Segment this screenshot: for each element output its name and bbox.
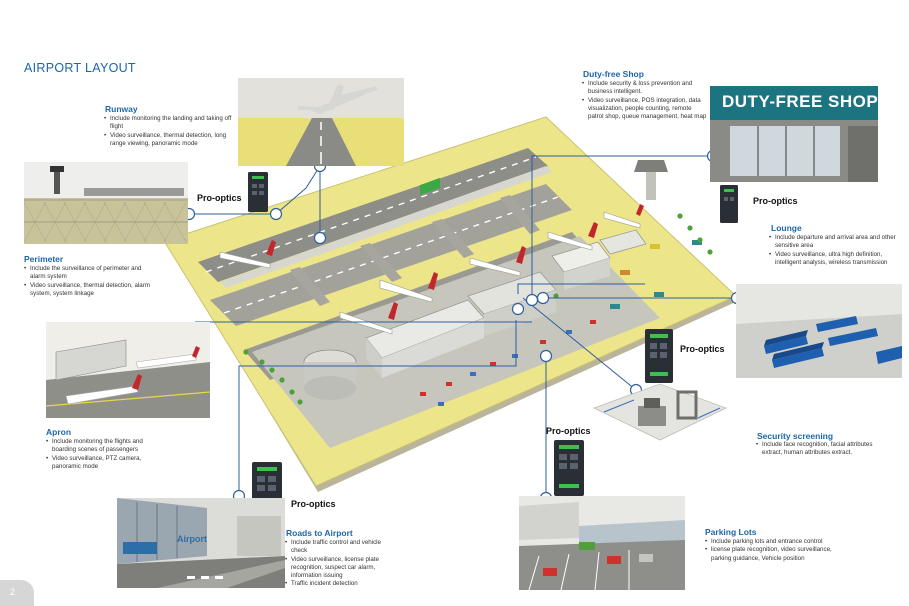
perimeter-title: Perimeter <box>24 254 64 264</box>
airport-model <box>163 116 740 492</box>
network-switch-icon <box>248 172 268 212</box>
runway-title: Runway <box>105 104 138 114</box>
lounge-bullet: Include departure and arrival area and o… <box>769 234 899 251</box>
apron-photo <box>46 322 210 418</box>
network-switch-icon <box>645 329 673 383</box>
page-number: 2 <box>10 587 16 597</box>
perimeter-bullets: Include the surveillance of perimeter an… <box>24 265 154 298</box>
parking-bullets: Include parking lots and entrance contro… <box>705 538 845 563</box>
pro-optics-label: Pro-optics <box>680 344 725 354</box>
network-switch-icon <box>720 185 738 223</box>
security-title: Security screening <box>757 431 834 441</box>
duty-free-bullet: Include security & loss prevention and b… <box>582 80 708 97</box>
lounge-bullet: Video surveillance, ultra high definitio… <box>769 251 899 268</box>
security-bullet: Include face recognition, facial attribu… <box>756 441 890 458</box>
parking-photo <box>519 496 685 590</box>
network-switch-icon <box>554 440 584 496</box>
duty-free-bullet: Video surveillance, POS integration, dat… <box>582 97 708 122</box>
roads-title: Roads to Airport <box>286 528 353 538</box>
roads-bullet: Traffic incident detection <box>285 580 395 589</box>
airport-sign-text: Airport <box>177 534 207 544</box>
pro-optics-label: Pro-optics <box>546 426 591 436</box>
apron-bullet: Include monitoring the flights and board… <box>46 438 164 455</box>
roads-bullet: Video surveillance, license plate recogn… <box>285 556 395 581</box>
lounge-title: Lounge <box>771 223 802 233</box>
apron-title: Apron <box>46 427 72 437</box>
page-number-tab: 2 <box>0 580 34 606</box>
parking-bullet: license plate recognition, video surveil… <box>705 546 845 563</box>
runway-bullet: Video surveillance, thermal detection, l… <box>104 132 232 149</box>
parking-bullet: Include parking lots and entrance contro… <box>705 538 845 547</box>
pro-optics-label: Pro-optics <box>291 499 336 509</box>
roads-photo: Airport <box>117 498 285 588</box>
runway-photo <box>238 78 404 166</box>
security-photo <box>590 378 730 448</box>
pro-optics-label: Pro-optics <box>197 193 242 203</box>
apron-bullet: Video surveillance, PTZ camera, panorami… <box>46 455 164 472</box>
duty-free-photo: DUTY-FREE SHOP <box>710 86 878 182</box>
roads-bullets: Include traffic control and vehicle chec… <box>285 539 395 589</box>
perimeter-photo <box>24 162 188 244</box>
perimeter-bullet: Video surveillance, thermal detection, a… <box>24 282 154 299</box>
lounge-photo <box>736 284 902 378</box>
roads-bullet: Include traffic control and vehicle chec… <box>285 539 395 556</box>
apron-bullets: Include monitoring the flights and board… <box>46 438 164 471</box>
runway-bullets: Include monitoring the landing and takin… <box>104 115 232 148</box>
duty-free-title: Duty-free Shop <box>583 69 644 79</box>
page-title: AIRPORT LAYOUT <box>24 61 136 75</box>
parking-title: Parking Lots <box>705 527 757 537</box>
perimeter-bullet: Include the surveillance of perimeter an… <box>24 265 154 282</box>
duty-free-sign-text: DUTY-FREE SHOP <box>722 92 878 111</box>
runway-bullet: Include monitoring the landing and takin… <box>104 115 232 132</box>
connector-lines <box>189 155 737 498</box>
security-bullets: Include face recognition, facial attribu… <box>756 441 890 458</box>
lounge-bullets: Include departure and arrival area and o… <box>769 234 899 267</box>
duty-free-bullets: Include security & loss prevention and b… <box>582 80 708 121</box>
pro-optics-label: Pro-optics <box>753 196 798 206</box>
